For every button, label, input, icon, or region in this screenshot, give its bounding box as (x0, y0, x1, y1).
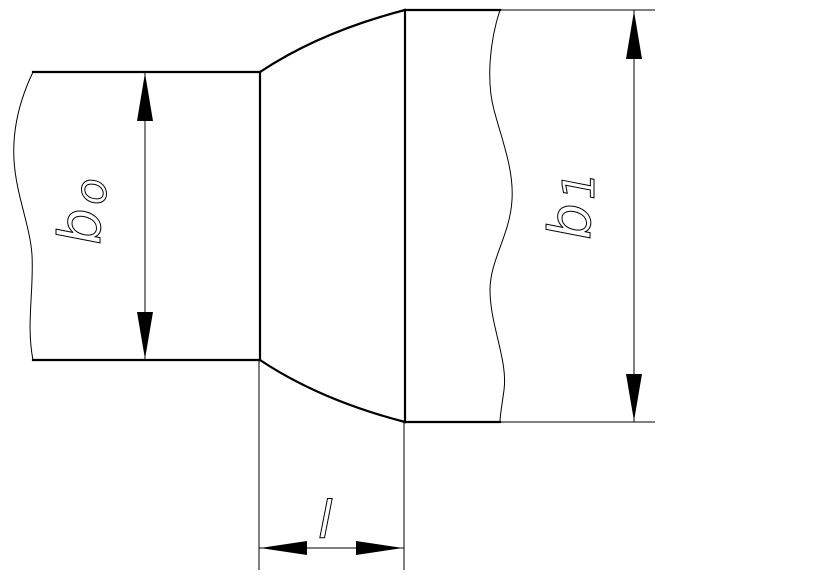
dimension-b0-arrow-bottom (137, 312, 153, 359)
outlet-break-line (489, 9, 513, 423)
label-outlet-width-subscript: 1 (554, 172, 605, 200)
dimension-l-arrow-right (356, 541, 403, 555)
transition-top-curve (258, 8, 407, 74)
dimension-b1 (626, 10, 642, 422)
dimension-l (258, 360, 405, 570)
label-transition-length: l (318, 491, 333, 551)
dimension-b1-arrow-top (626, 11, 642, 59)
dimension-l-arrow-left (260, 541, 307, 555)
label-outlet-width: b (536, 203, 604, 240)
dimension-b0-arrow-top (137, 73, 153, 121)
label-inlet-width-subscript: o (66, 178, 117, 205)
transition-section (258, 8, 407, 424)
inlet-break-line (13, 71, 34, 361)
inlet-channel (13, 70, 262, 362)
outlet-channel (403, 8, 655, 424)
transition-bottom-curve (258, 358, 407, 424)
label-inlet-width: b (46, 208, 114, 245)
dimension-b0 (137, 72, 153, 360)
dimension-b1-arrow-bottom (626, 374, 642, 421)
